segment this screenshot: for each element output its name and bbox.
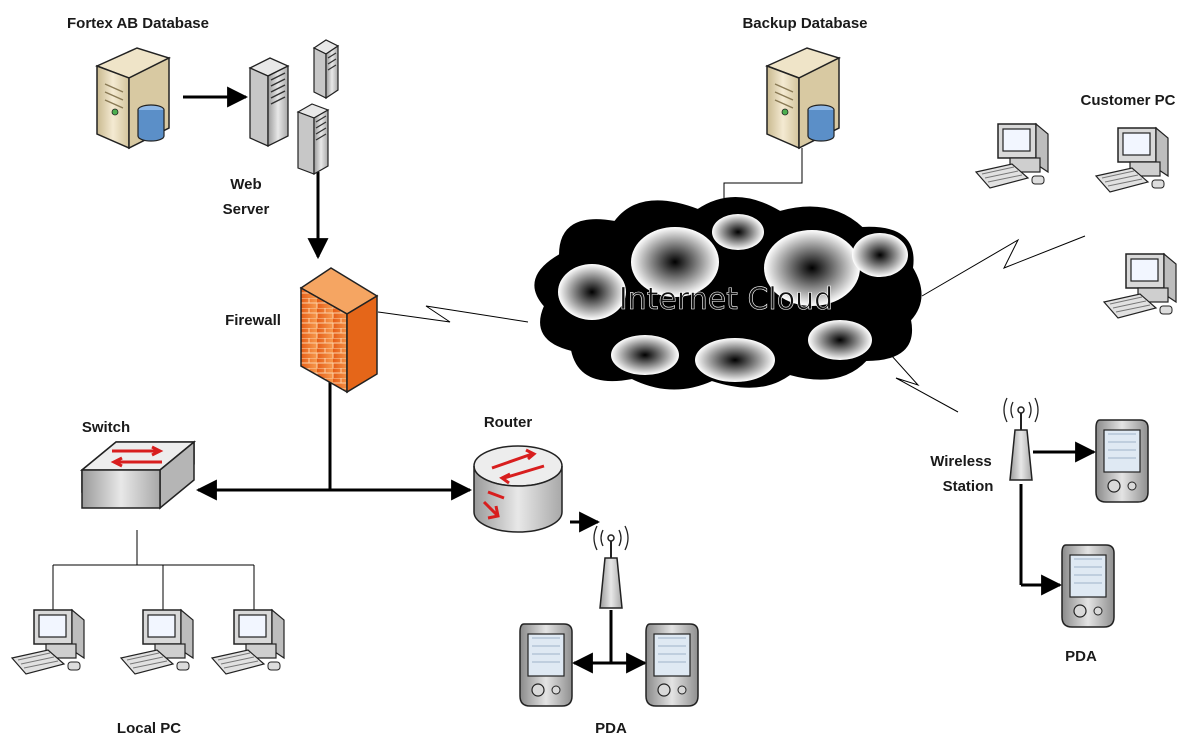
internet-cloud-icon [534,197,922,390]
label-router: Router [484,414,532,431]
label-pda-bottom: PDA [595,720,627,737]
tower-server-icon [248,39,340,176]
router-icon [473,445,563,533]
network-switch-icon [79,440,197,510]
connections [52,86,1097,674]
customer-pc-icons [975,123,1177,319]
label-web-server-line2: Server [223,201,270,218]
label-wireless-line1: Wireless [930,453,992,470]
label-fortex-database: Fortex AB Database [67,15,209,32]
label-backup-database: Backup Database [742,15,867,32]
label-web-server-line1: Web [230,176,261,193]
desktop-pc-icon [11,609,285,675]
label-wireless-line2: Station [943,478,994,495]
backup-database-server-icon [765,47,841,150]
label-local-pc: Local PC [117,720,181,737]
label-pda-right: PDA [1065,648,1097,665]
label-switch: Switch [82,419,130,436]
label-customer-pc: Customer PC [1080,92,1175,109]
brick-firewall-icon [299,267,379,394]
database-server-icon [95,47,171,150]
wireless-antenna-icon [593,397,1039,609]
label-firewall: Firewall [225,312,281,329]
label-internet-cloud: Internet Cloud [619,282,833,317]
